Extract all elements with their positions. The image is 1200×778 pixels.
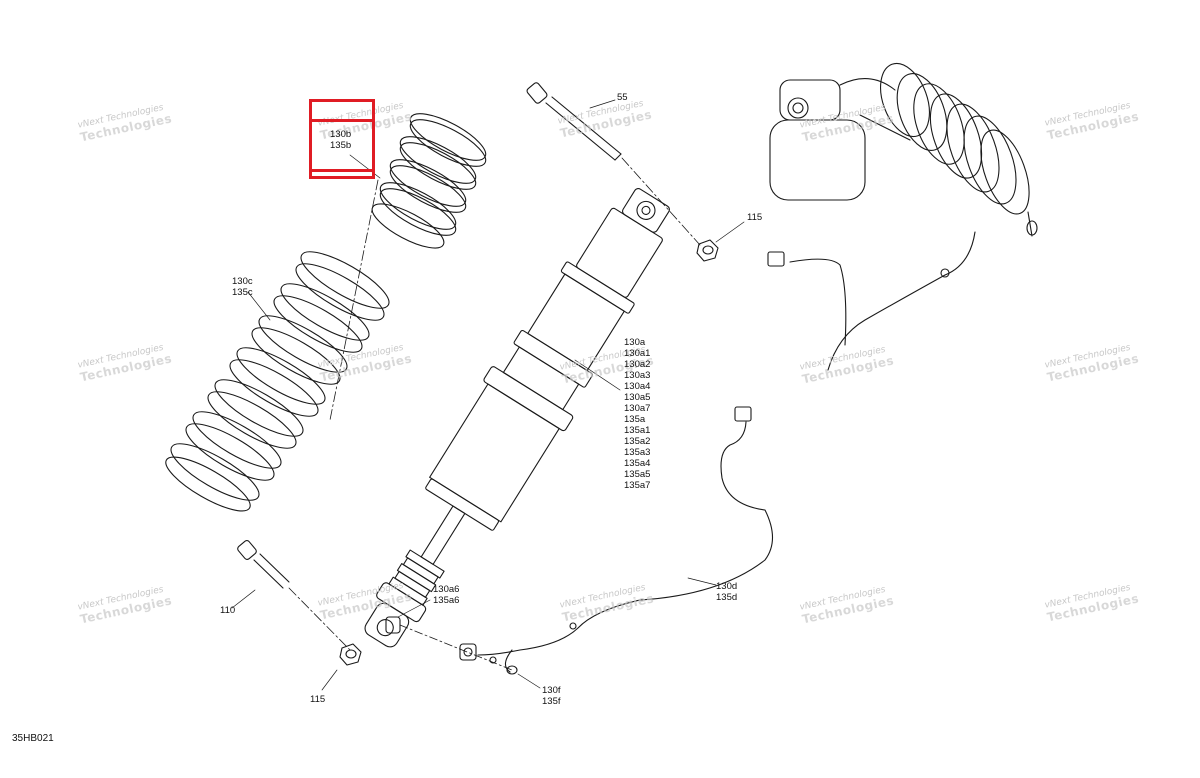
callout-130a6[interactable]: 130a6 135a6 [433, 584, 460, 606]
cable-harness [459, 406, 774, 675]
part-highlight-box [309, 99, 375, 179]
bolt-110 [237, 540, 351, 651]
callout-130f[interactable]: 130f 135f [542, 685, 561, 707]
upper-spring [371, 113, 487, 249]
fitting-130a6 [385, 599, 541, 689]
main-spring [165, 251, 390, 512]
callout-130a-list[interactable]: 130a 130a1 130a2 130a3 130a4 130a5 130a7… [624, 337, 651, 491]
callout-130c[interactable]: 130c 135c [232, 276, 253, 298]
assembled-shock-view [767, 62, 1038, 371]
bolt-55 [526, 82, 701, 246]
callout-110[interactable]: 110 [220, 605, 236, 616]
diagram-code: 35HB021 [12, 733, 54, 744]
callout-115-top[interactable]: 115 [747, 212, 763, 223]
callout-130d[interactable]: 130d 135d [716, 581, 738, 603]
callout-55[interactable]: 55 [617, 92, 628, 103]
nut-115-bottom [321, 643, 362, 691]
callout-130b[interactable]: 130b 135b [330, 129, 352, 151]
shock-absorber [364, 188, 670, 648]
callout-115-bottom[interactable]: 115 [310, 694, 326, 705]
nut-115-top [696, 221, 745, 262]
